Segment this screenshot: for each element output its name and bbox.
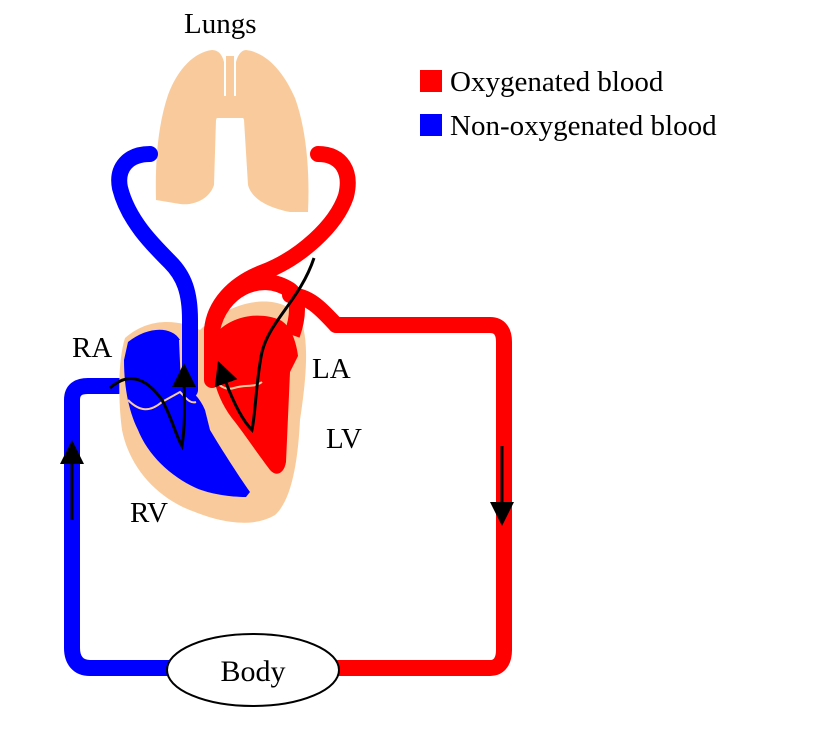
- vena-cava-vessel: [64, 378, 180, 676]
- flow-arrows: [60, 257, 514, 526]
- lungs-illustration: [155, 50, 309, 212]
- lv-label: LV: [326, 423, 362, 455]
- legend-label-oxygenated: Oxygenated blood: [450, 66, 664, 98]
- legend-swatch-non-oxygenated: [420, 114, 442, 136]
- left-lung: [155, 50, 224, 205]
- right-lung: [236, 50, 309, 212]
- pulmonary-artery-vessel: [111, 146, 198, 398]
- aortic-arch-vessel: [204, 274, 305, 338]
- legend: Oxygenated blood Non-oxygenated blood: [420, 66, 717, 142]
- body-label: Body: [220, 655, 285, 688]
- la-label: LA: [312, 353, 351, 385]
- lungs-to-la-arrow: [214, 257, 316, 434]
- legend-label-non-oxygenated: Non-oxygenated blood: [450, 110, 717, 142]
- lungs-label: Lungs: [184, 8, 257, 40]
- legend-swatch-oxygenated: [420, 70, 442, 92]
- ra-label: RA: [72, 332, 112, 364]
- trachea: [226, 56, 234, 96]
- right-heart-chambers: [124, 329, 250, 497]
- aorta-vessel: [282, 287, 512, 676]
- rv-label: RV: [130, 497, 168, 529]
- ra-to-rv-arrow: [108, 363, 197, 451]
- bronchi: [216, 96, 244, 118]
- body-node: [166, 633, 340, 707]
